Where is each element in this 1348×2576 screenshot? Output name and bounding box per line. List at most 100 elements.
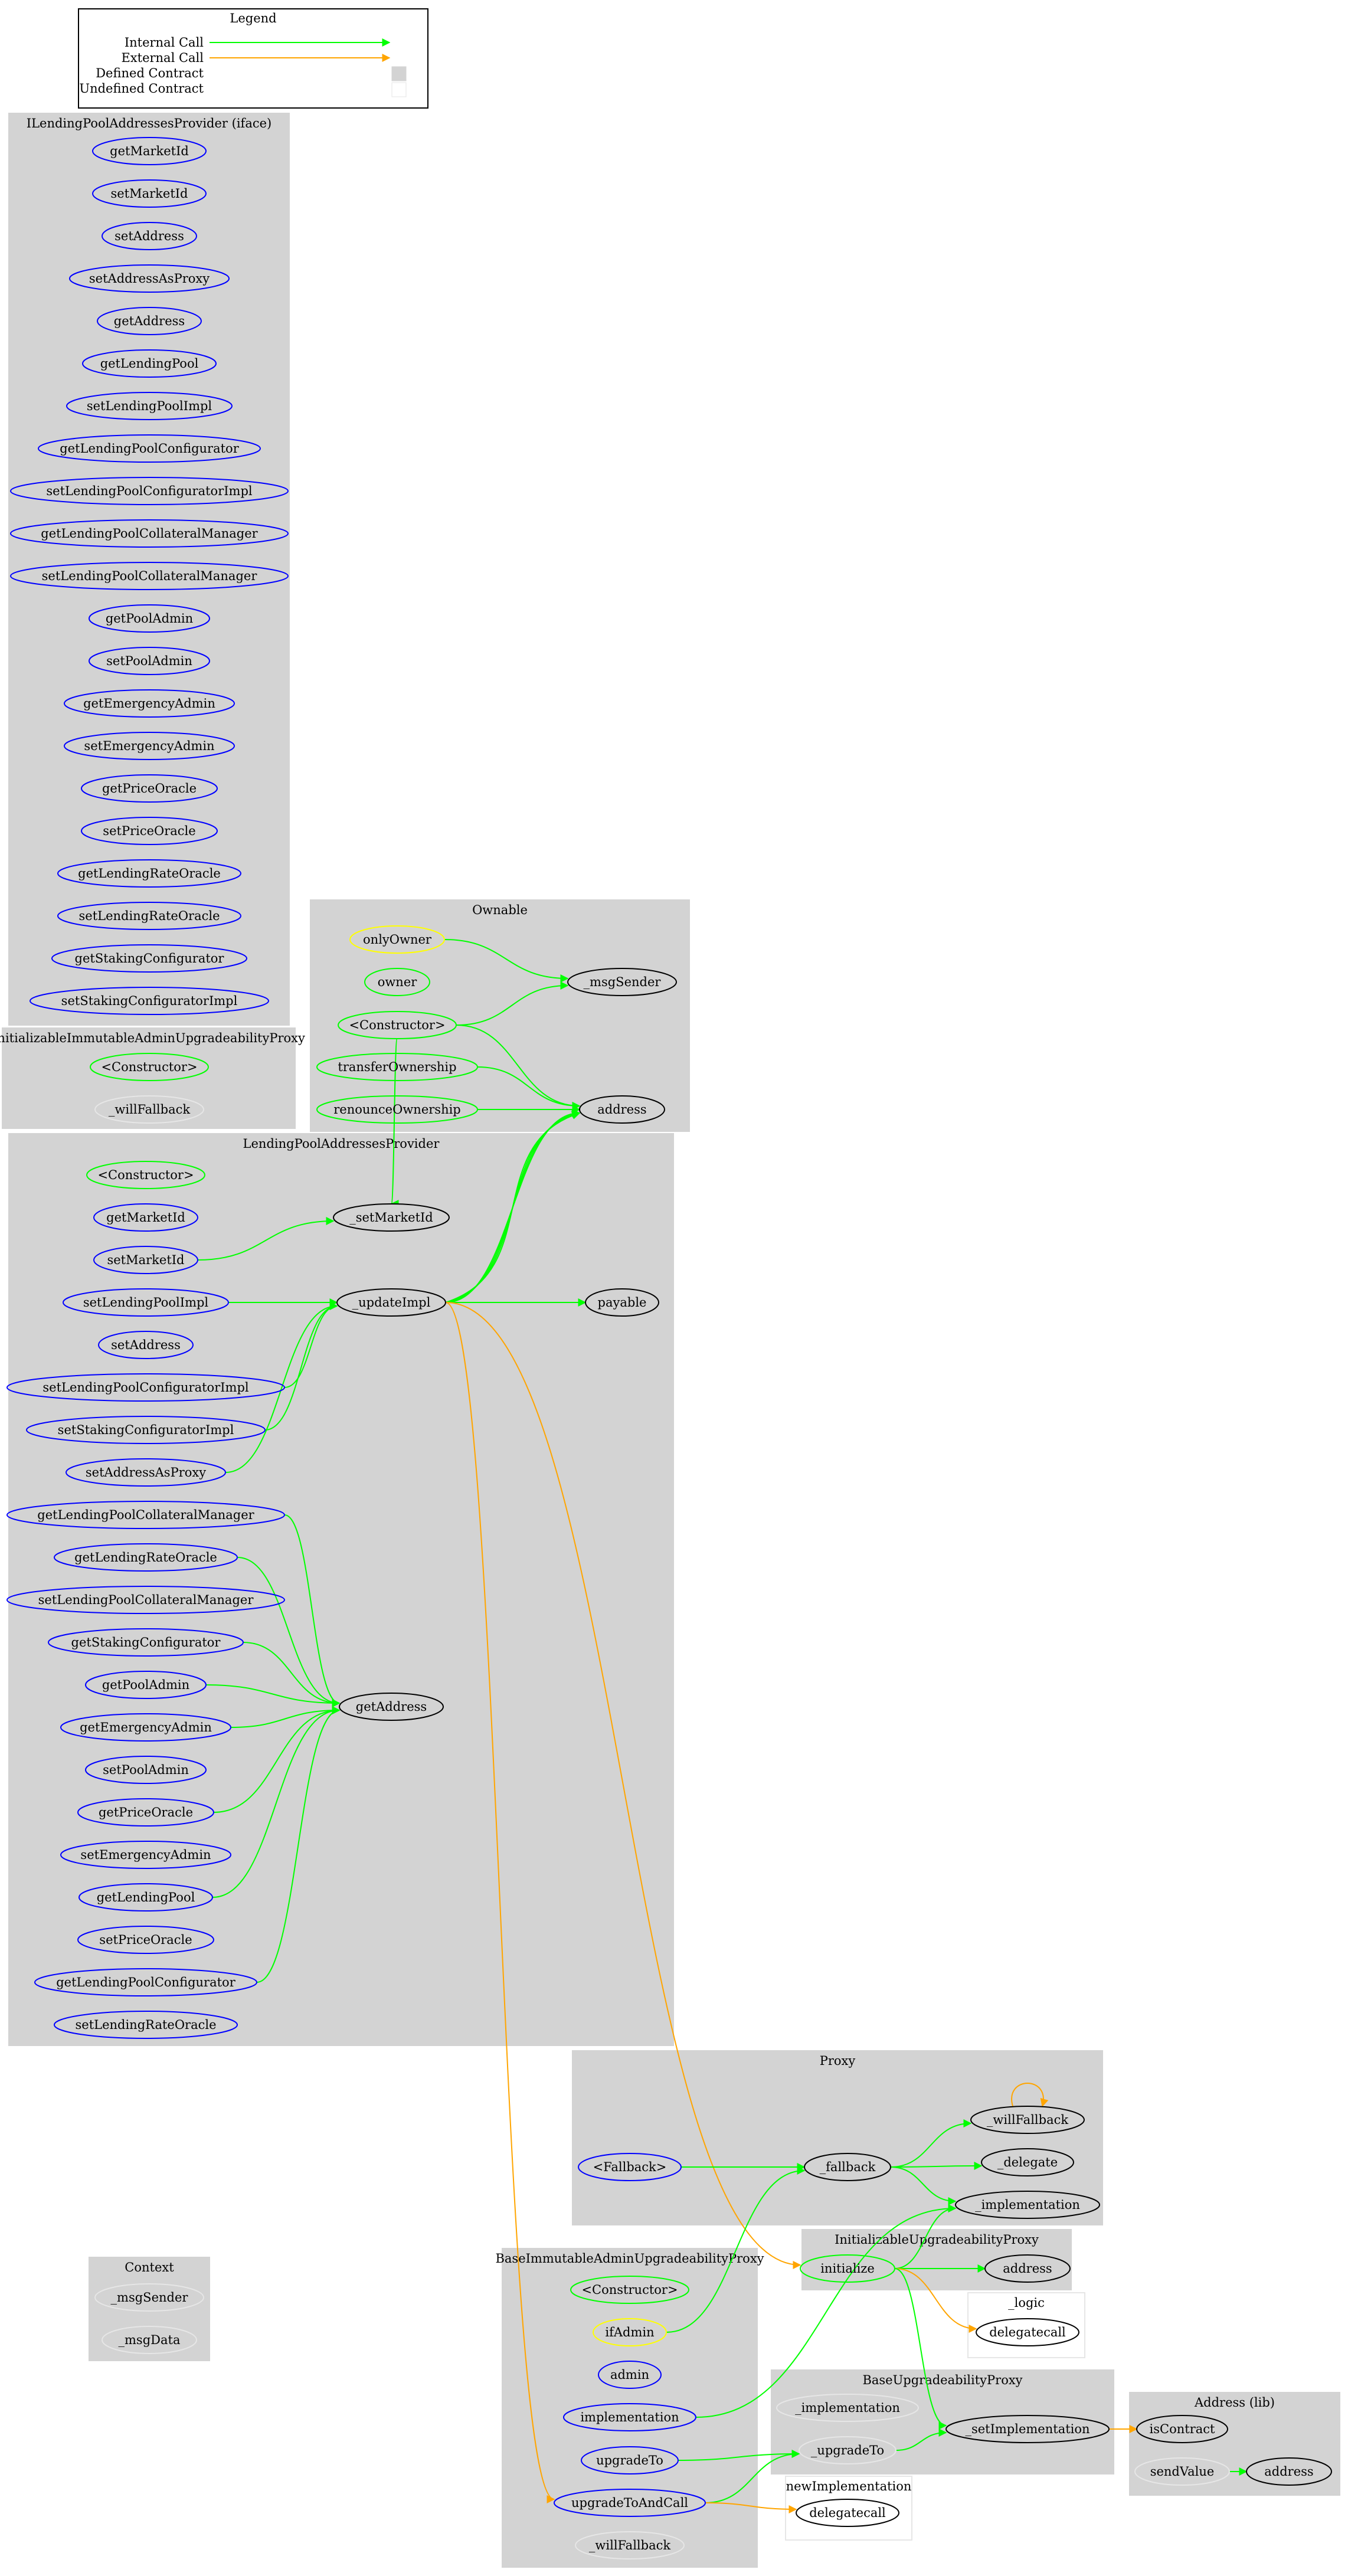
node-ellipse [10, 477, 289, 505]
node-ellipse [579, 1095, 665, 1124]
legend-title: Legend [230, 11, 276, 25]
function-node-bu_setImplementation: _setImplementation [945, 2415, 1110, 2443]
cluster-box [502, 2248, 758, 2568]
node-ellipse [60, 1713, 231, 1742]
edge-internal [390, 1038, 399, 1208]
node-label: transferOwnership [338, 1060, 456, 1074]
node-label: address [1003, 2261, 1052, 2276]
function-node-al_sendValue: sendValue [1134, 2457, 1230, 2486]
function-node-if_getStakingConfigurator: getStakingConfigurator [51, 944, 247, 973]
function-node-bi_ifAdmin: ifAdmin [593, 2318, 667, 2346]
function-node-ow_ctor: <Constructor> [338, 1011, 457, 1039]
node-ellipse [981, 2148, 1074, 2176]
node-ellipse [66, 392, 233, 420]
function-node-lp_getAddress: getAddress [339, 1693, 444, 1721]
edge-internal [445, 1111, 581, 1303]
node-ellipse [102, 222, 197, 250]
node-label: setAddressAsProxy [86, 1465, 206, 1480]
function-node-lp_setStakingConfiguratorImpl: setStakingConfiguratorImpl [26, 1416, 266, 1444]
node-ellipse [94, 1095, 204, 1124]
cluster-context: Context [89, 2257, 210, 2361]
node-label: setEmergencyAdmin [80, 1848, 211, 1862]
cluster-title: Ownable [472, 903, 528, 917]
function-node-lg_delegatecall: delegatecall [976, 2318, 1079, 2346]
function-node-if_getAddress: getAddress [97, 307, 202, 335]
node-label: _msgSender [111, 2290, 189, 2305]
node-ellipse [38, 434, 261, 463]
node-label: setPoolAdmin [106, 654, 192, 668]
node-label: getEmergencyAdmin [83, 696, 215, 711]
node-label: payable [598, 1295, 647, 1310]
node-label: setStakingConfiguratorImpl [58, 1423, 234, 1437]
node-ellipse [776, 2394, 919, 2422]
function-node-al_address: address [1246, 2457, 1332, 2486]
function-node-bi_upgradeTo: upgradeTo [581, 2446, 679, 2474]
edge-internal [243, 1642, 341, 1707]
function-node-iu_initialize: initialize [800, 2254, 895, 2283]
legend-internal-label: Internal Call [125, 35, 204, 50]
edge-internal [456, 981, 569, 1026]
node-label: getPriceOracle [99, 1805, 193, 1819]
function-node-lp_getPoolAdmin: getPoolAdmin [85, 1671, 207, 1699]
edge-internal [230, 1706, 341, 1728]
function-node-lp_setPoolAdmin: setPoolAdmin [85, 1756, 207, 1784]
function-node-lp_getMarketId: getMarketId [93, 1203, 198, 1232]
function-node-ii_ctor: <Constructor> [90, 1053, 209, 1081]
function-node-if_getLendingPoolConfigurator: getLendingPoolConfigurator [38, 434, 261, 463]
node-ellipse [64, 689, 235, 718]
node-ellipse [78, 1883, 213, 1911]
node-ellipse [800, 2254, 895, 2283]
function-node-px_fallbackPub: <Fallback> [578, 2153, 682, 2181]
node-ellipse [77, 1926, 214, 1954]
function-node-px_delegate: _delegate [981, 2148, 1074, 2176]
function-node-lp_setMarketIdInt: _setMarketId [333, 1203, 450, 1232]
node-ellipse [364, 968, 430, 996]
function-node-lp_getStakingConfigurator: getStakingConfigurator [48, 1628, 244, 1657]
function-node-lp_getLendingPoolCollateralManager: getLendingPoolCollateralManager [6, 1501, 285, 1529]
node-label: setAddress [111, 1338, 181, 1352]
edge-internal [895, 2428, 947, 2451]
node-label: setAddressAsProxy [89, 271, 210, 286]
node-ellipse [63, 1288, 229, 1317]
cluster-iface: ILendingPoolAddressesProvider (iface) [8, 113, 290, 1026]
cluster-lpap: LendingPoolAddressesProvider [8, 1133, 674, 2046]
node-ellipse [54, 1543, 238, 1572]
node-ellipse [349, 925, 445, 954]
cluster-title: Context [125, 2260, 174, 2274]
node-ellipse [567, 968, 677, 996]
edge-internal [890, 2162, 983, 2171]
node-label: setLendingPoolImpl [87, 399, 212, 413]
node-label: setLendingPoolImpl [83, 1295, 209, 1310]
node-label: setMarketId [110, 186, 188, 201]
function-node-px_implementation: _implementation [955, 2191, 1100, 2219]
edge-internal [678, 2450, 800, 2461]
function-node-lp_getLendingPool: getLendingPool [78, 1883, 213, 1911]
node-label: _willFallback [589, 2538, 670, 2552]
node-ellipse [82, 349, 217, 378]
node-ellipse [57, 859, 241, 888]
node-ellipse [48, 1628, 244, 1657]
node-ellipse [89, 604, 210, 633]
node-label: setPriceOracle [99, 1933, 192, 1947]
node-label: <Constructor> [97, 1168, 194, 1182]
node-label: _delegate [997, 2155, 1058, 2169]
edge-internal [284, 1302, 338, 1388]
edge-internal [197, 1217, 335, 1261]
node-label: setLendingRateOracle [78, 909, 220, 923]
cluster-box [8, 1133, 674, 2046]
node-label: getLendingPoolConfigurator [60, 441, 239, 456]
function-node-lp_setLendingPoolImpl: setLendingPoolImpl [63, 1288, 229, 1317]
node-ellipse [581, 2446, 679, 2474]
legend-undefined-swatch [391, 82, 407, 97]
node-ellipse [10, 519, 289, 548]
node-label: getAddress [114, 314, 185, 328]
function-node-bi_upgradeToAndCall: upgradeToAndCall [554, 2489, 706, 2517]
node-ellipse [66, 1458, 226, 1487]
node-ellipse [554, 2489, 706, 2517]
node-ellipse [98, 1331, 194, 1359]
legend-defined-swatch [391, 66, 407, 81]
function-node-ow_transferOwnership: transferOwnership [316, 1053, 478, 1081]
node-label: <Constructor> [349, 1018, 445, 1032]
function-node-cx_msgSender: _msgSender [94, 2283, 204, 2312]
node-ellipse [92, 179, 207, 208]
